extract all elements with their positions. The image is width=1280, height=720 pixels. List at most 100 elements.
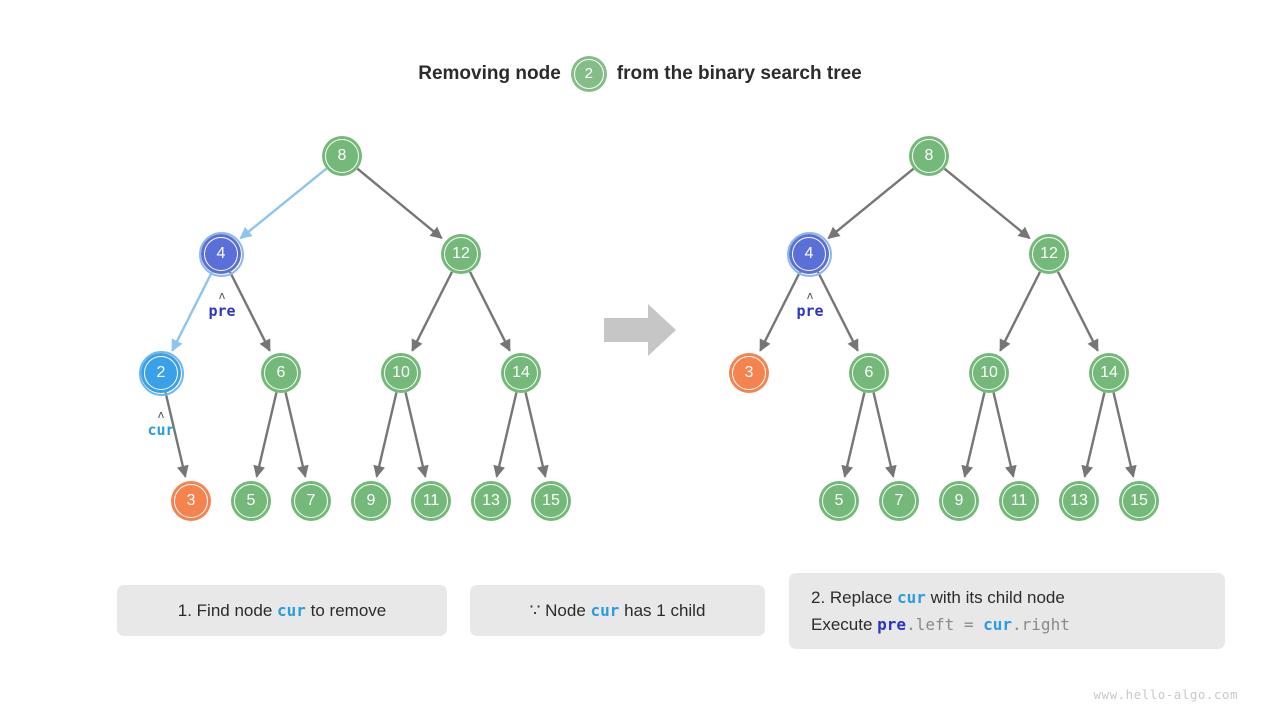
caption-replace-line2: Execute pre.left = cur.right [811,611,1225,638]
tree-node-14[interactable]: 14 [1089,353,1129,393]
keyword-cur: cur [277,601,306,620]
caret-icon: ʌ [806,289,814,302]
caption-text: 1. Find node [177,601,278,620]
tree-edge [999,271,1042,352]
tree-edge [1112,392,1137,478]
tree-edge [961,392,986,478]
tree-node-5[interactable]: 5 [819,481,859,521]
transition-arrow-icon [604,304,676,356]
tree-node-label: 6 [276,364,286,381]
tree-edge [841,392,866,478]
caption-text: Execute [811,615,878,634]
tree-edge [253,392,278,478]
tree-node-label: 7 [894,492,904,509]
tree-edge [943,167,1031,240]
tree-node-label: 11 [422,492,440,509]
tree-node-13[interactable]: 13 [471,481,511,521]
tree-node-4[interactable]: 4 [786,231,832,277]
watermark: www.hello-algo.com [1093,687,1238,702]
tree-edge [404,392,429,478]
tree-node-9[interactable]: 9 [351,481,391,521]
tree-node-15[interactable]: 15 [531,481,571,521]
tree-node-5[interactable]: 5 [231,481,271,521]
tree-node-label: 3 [186,492,196,509]
caption-find-node-text: 1. Find node cur to remove [178,597,386,624]
tree-edge [356,167,443,240]
tree-node-13[interactable]: 13 [1059,481,1099,521]
tree-node-label: 10 [980,364,998,381]
tree-edge [1056,271,1099,352]
tree-node-label: 3 [744,364,754,381]
tree-node-label: 5 [834,492,844,509]
tree-edge [284,392,309,478]
title-prefix: Removing node [418,63,561,84]
tree-node-4[interactable]: 4 [198,231,244,277]
caption-replace-node: 2. Replace cur with its child node Execu… [789,573,1225,649]
tree-node-label: 15 [1130,492,1148,509]
tree-node-12[interactable]: 12 [441,234,481,274]
title-node-badge: 2 [570,56,607,92]
caption-reason: ∵ Node cur has 1 child [470,585,765,636]
tree-node-2[interactable]: 2 [138,350,184,396]
caret-icon: ʌ [218,289,226,302]
tree-node-label: 5 [246,492,256,509]
tree-node-10[interactable]: 10 [969,353,1009,393]
tree-node-8[interactable]: 8 [909,136,949,176]
caret-icon: ʌ [157,408,165,421]
caption-reason-text: ∵ Node cur has 1 child [530,597,706,624]
tree-node-label: 4 [216,245,226,262]
code-fragment: .left = [906,615,984,634]
tree-node-label: 4 [804,245,814,262]
tree-node-9[interactable]: 9 [939,481,979,521]
keyword-pre: pre [877,615,907,634]
tree-node-11[interactable]: 11 [999,481,1039,521]
tree-node-7[interactable]: 7 [291,481,331,521]
tree-node-11[interactable]: 11 [411,481,451,521]
tree-node-label: 6 [864,364,874,381]
tree-node-label: 12 [1040,245,1058,262]
tree-node-label: 7 [306,492,316,509]
tree-node-label: 10 [392,364,410,381]
tree-edge [992,392,1017,478]
tree-node-3[interactable]: 3 [171,481,211,521]
tree-node-6[interactable]: 6 [261,353,301,393]
code-fragment: .right [1012,615,1070,634]
tree-node-label: 14 [512,364,530,381]
tree-edge [373,392,398,478]
tree-node-label: 9 [366,492,376,509]
tree-node-6[interactable]: 6 [849,353,889,393]
tree-node-label: 2 [156,364,166,381]
tree-node-label: 13 [1070,492,1088,509]
tree-node-label: 15 [542,492,560,509]
tree-edge [468,271,511,352]
tree-node-label: 8 [337,147,347,164]
caption-text: ∵ Node [529,601,591,620]
pointer-label-text: pre [208,302,236,320]
tree-node-7[interactable]: 7 [879,481,919,521]
tree-edge [493,392,518,478]
tree-edge [1081,392,1106,478]
tree-node-12[interactable]: 12 [1029,234,1069,274]
caption-text: to remove [305,601,387,620]
tree-node-8[interactable]: 8 [322,136,362,176]
tree-node-3[interactable]: 3 [729,353,769,393]
keyword-cur: cur [590,601,620,620]
tree-node-15[interactable]: 15 [1119,481,1159,521]
tree-node-label: 12 [452,245,470,262]
pointer-label-text: cur [147,421,175,439]
tree-node-label: 9 [954,492,964,509]
keyword-cur: cur [983,615,1013,634]
tree-edge [827,167,915,240]
tree-edge [411,271,454,352]
tree-node-10[interactable]: 10 [381,353,421,393]
tree-edge [239,167,328,240]
tree-edge [872,392,897,478]
tree-node-14[interactable]: 14 [501,353,541,393]
caption-text: has 1 child [619,601,706,620]
tree-node-label: 8 [924,147,934,164]
